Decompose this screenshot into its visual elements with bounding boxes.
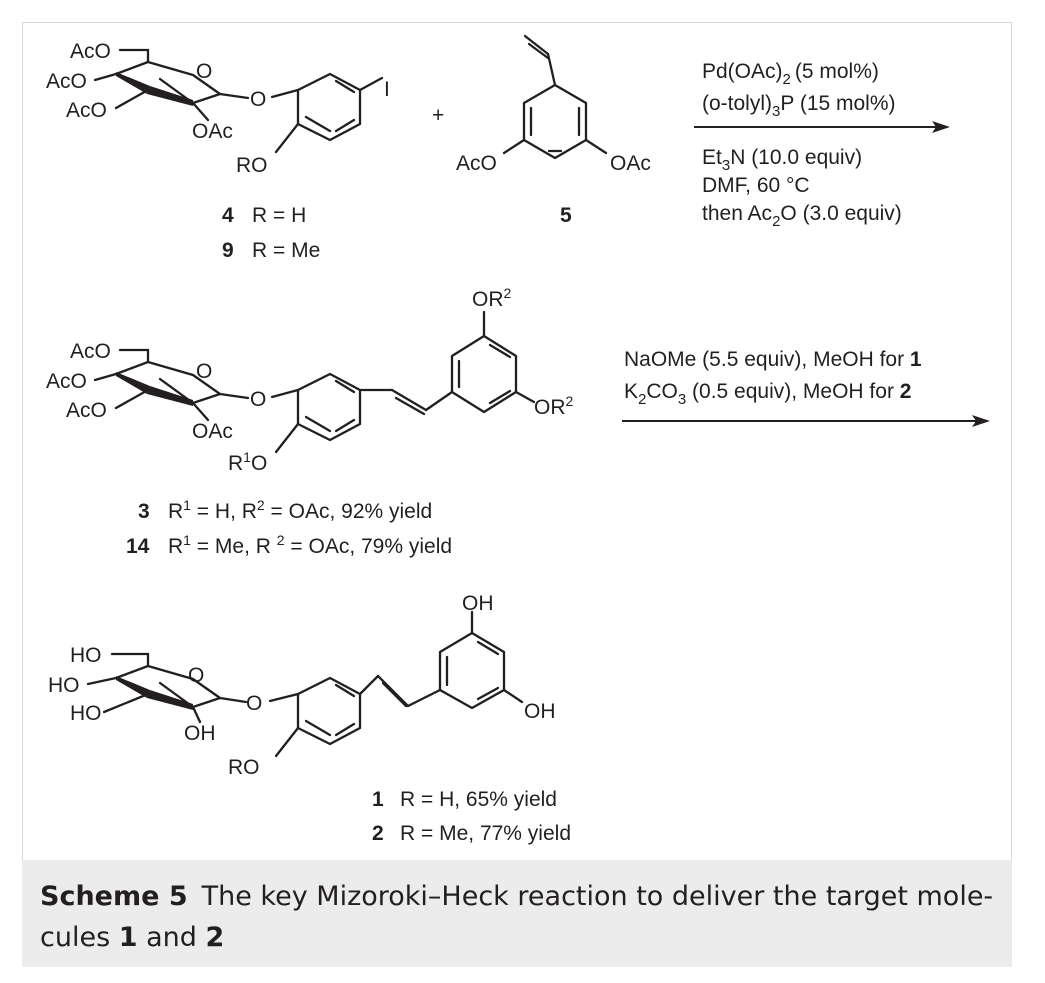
glycosidic-oxygen-label: O xyxy=(250,388,266,411)
acetoxy-label: AcO xyxy=(46,70,87,93)
scheme-frame xyxy=(22,22,1012,967)
reaction-arrow-2-head xyxy=(972,415,990,427)
compound-number: 5 xyxy=(560,204,572,227)
hydroxy-label: OH xyxy=(524,700,556,723)
compound-number: 2 xyxy=(372,822,384,845)
caption-text: The key Mizoroki–Heck reaction to delive… xyxy=(40,881,994,953)
ligand-condition: (o-tolyl)3P (15 mol%) xyxy=(702,92,896,120)
or2-label: OR2 xyxy=(472,285,512,311)
acetoxy-label: AcO xyxy=(66,99,107,122)
compound-label: R1 = H, R2 = OAc, 92% yield xyxy=(168,497,432,523)
stilbene-3-structure xyxy=(93,310,536,454)
ro-label: RO xyxy=(236,154,268,177)
caption-label: Scheme 5 xyxy=(40,881,188,912)
caption-compound-1: 1 xyxy=(118,922,138,953)
glycosidic-oxygen-label: O xyxy=(246,692,262,715)
glucoside-4-structure: AcO AcO AcO O OAc O I RO xyxy=(46,40,390,177)
glycosidic-oxygen-label: O xyxy=(250,88,266,111)
solvent-condition: DMF, 60 °C xyxy=(702,174,810,197)
or2-label: OR2 xyxy=(534,393,574,419)
acetoxy-label: AcO xyxy=(46,370,87,393)
ro-label: RO xyxy=(228,756,260,779)
compound-label: R1 = Me, R 2 = OAc, 79% yield xyxy=(168,532,452,558)
catalyst-condition: Pd(OAc)2(5 mol%) xyxy=(702,60,879,88)
base-condition: Et3N (10.0 equiv) xyxy=(702,146,862,174)
compound-number: 14 xyxy=(126,535,150,558)
hydroxy-label: HO xyxy=(48,674,80,697)
reaction-arrow-1-head xyxy=(932,121,950,133)
compound-number: 9 xyxy=(222,239,234,262)
acetylation-condition: then Ac2O (3.0 equiv) xyxy=(702,202,902,230)
hydroxy-label: OH xyxy=(462,592,494,615)
acetoxy-label: OAc xyxy=(192,420,233,443)
acetoxy-label: OAc xyxy=(610,152,651,175)
deprotection-condition-2: K2CO3 (0.5 equiv), MeOH for 2 xyxy=(624,380,911,408)
iodo-label: I xyxy=(384,78,390,101)
hydroxy-label: OH xyxy=(184,722,216,745)
ring-oxygen-label: O xyxy=(188,664,204,687)
compound-number: 1 xyxy=(372,788,384,811)
hydroxy-label: HO xyxy=(70,702,102,725)
acetoxy-label: AcO xyxy=(66,399,107,422)
acetoxy-label: AcO xyxy=(70,40,111,63)
caption-text: and xyxy=(137,922,206,953)
styrene-5-structure xyxy=(502,34,608,160)
acetoxy-label: AcO xyxy=(70,340,111,363)
ring-oxygen-label: O xyxy=(196,360,212,383)
compound-label: R = H, 65% yield xyxy=(400,788,557,811)
compound-number: 3 xyxy=(138,500,150,523)
compound-number: 4 xyxy=(222,204,234,227)
hydroxy-label: HO xyxy=(70,644,102,667)
compound-label: R = Me, 77% yield xyxy=(400,822,571,845)
compound-label: R = H xyxy=(252,204,306,227)
deprotection-condition-1: NaOMe (5.5 equiv), MeOH for 1 xyxy=(624,348,922,371)
plus-sign: + xyxy=(432,104,444,127)
caption-compound-2: 2 xyxy=(205,922,225,953)
stilbene-1-structure xyxy=(86,610,524,758)
acetoxy-label: AcO xyxy=(456,152,497,175)
r1o-label: R1O xyxy=(228,449,267,475)
compound-label: R = Me xyxy=(252,239,320,262)
acetoxy-label: OAc xyxy=(192,120,233,143)
ring-oxygen-label: O xyxy=(196,60,212,83)
